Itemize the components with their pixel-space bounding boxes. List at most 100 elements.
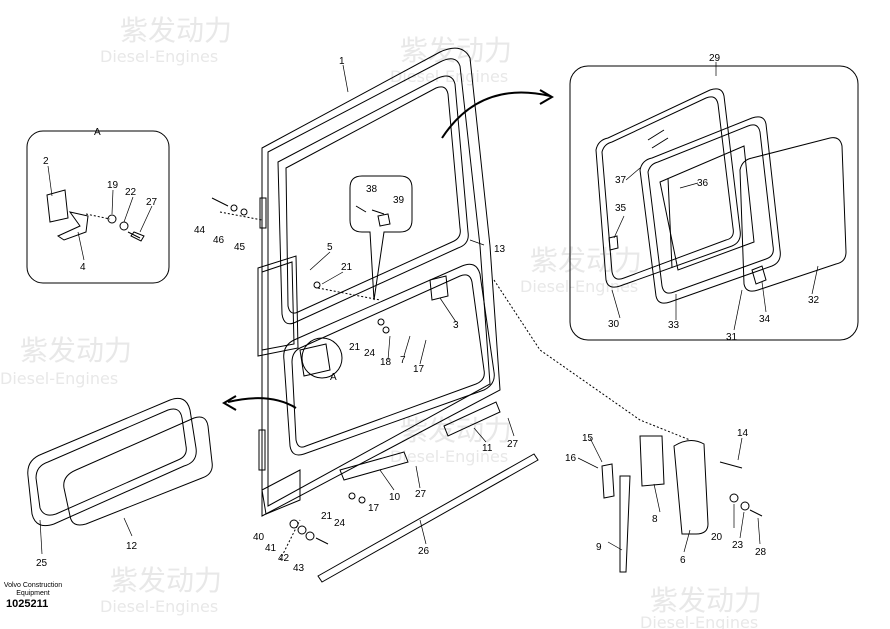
watermark-cn: 紫发动力: [650, 584, 762, 617]
callout-7: 7: [400, 355, 406, 366]
callout-37: 37: [615, 175, 627, 186]
cover-6: [673, 440, 709, 535]
interior-handle: [429, 275, 449, 301]
bolt: [127, 231, 145, 242]
callout-42: 42: [278, 553, 290, 564]
washer-20: [729, 493, 739, 503]
washer: [119, 221, 129, 231]
hinge-lower: [258, 429, 266, 471]
nut-40: [289, 519, 299, 529]
callout-1: 1: [339, 56, 345, 67]
callout-33: 33: [668, 320, 680, 331]
detail-a-marker: A: [330, 372, 337, 383]
watermark-cn: 紫发动力: [120, 14, 232, 47]
washer-21c: [348, 492, 356, 500]
door-lower-glass-frame: [283, 263, 495, 456]
watermark-en: Diesel-Engines: [520, 277, 638, 296]
window-glass-panel: [739, 137, 847, 292]
callout-45: 45: [234, 242, 246, 253]
window-rail: [667, 177, 673, 269]
callout-3: 3: [453, 320, 459, 331]
detail-a-title: A: [94, 127, 101, 138]
callout-32: 32: [808, 295, 820, 306]
callout-10: 10: [389, 492, 401, 503]
watermark-cn: 紫发动力: [110, 564, 222, 597]
bolt-38: [355, 205, 385, 215]
callout-46: 46: [213, 235, 225, 246]
callout-21a: 21: [341, 262, 353, 273]
callout-23: 23: [732, 540, 744, 551]
footer-part-number: 1025211: [6, 598, 49, 610]
callout-30: 30: [608, 319, 620, 330]
seal-strip-26: [317, 453, 539, 583]
washer: [107, 214, 117, 224]
callout-27c: 27: [415, 489, 427, 500]
seal-strip: [647, 129, 669, 149]
bolt-44: [211, 197, 229, 207]
callout-13: 13: [494, 244, 506, 255]
washer-23: [740, 501, 750, 511]
watermark-en: Diesel-Engines: [100, 47, 218, 66]
watermark-cn: 紫发动力: [530, 244, 642, 277]
outer-window-frame: [595, 88, 741, 288]
callout-35: 35: [615, 203, 627, 214]
callout-15: 15: [582, 433, 594, 444]
door-handle-bar-inner: [261, 261, 295, 351]
door-frame-inner-edge: [267, 58, 491, 507]
callout-40: 40: [253, 532, 265, 543]
callout-27b: 27: [507, 439, 519, 450]
striker-15: [601, 463, 615, 499]
door-upper-glass-inner: [285, 86, 461, 314]
leader-lines: [39, 62, 819, 555]
callout-34: 34: [759, 314, 771, 325]
callout-44: 44: [194, 225, 206, 236]
arrow-head: [222, 395, 237, 411]
lower-window-frame-inner: [35, 408, 187, 516]
door-handle-small: [56, 211, 89, 241]
window-assembly-box: [569, 65, 859, 341]
watermark-en: Diesel-Engines: [390, 447, 508, 466]
watermark-en: Diesel-Engines: [0, 369, 118, 388]
callout-18: 18: [380, 357, 392, 368]
callout-21b: 21: [349, 342, 361, 353]
dashed-leader: [219, 211, 263, 221]
callout-17b: 17: [368, 503, 380, 514]
watermark-en: Diesel-Engines: [640, 613, 758, 629]
lower-window-glass: [63, 416, 213, 526]
washer-21b: [377, 318, 385, 326]
outer-window-frame-inner: [601, 96, 734, 280]
watermark-en: Diesel-Engines: [100, 597, 218, 616]
callout-28: 28: [755, 547, 767, 558]
watermark: 紫发动力 Diesel-Engines 紫发动力 Diesel-Engines …: [0, 14, 762, 629]
callout-labels: 1 2 3 4 5 6 7 8 9 10 11 12 13 14 15 16 1…: [36, 53, 820, 574]
washer-21: [313, 281, 321, 289]
rail-11: [443, 401, 501, 437]
callout-25: 25: [36, 558, 48, 569]
callout-9: 9: [596, 542, 602, 553]
callout-5: 5: [327, 242, 333, 253]
callout-19: 19: [107, 180, 119, 191]
door-lower-glass-inner: [291, 274, 485, 448]
washer-42: [305, 531, 315, 541]
callout-24a: 24: [364, 348, 376, 359]
washer-24b: [358, 496, 366, 504]
callout-24b: 24: [334, 518, 346, 529]
callout-14: 14: [737, 428, 749, 439]
dashed-leader: [317, 287, 381, 301]
dashed-leader: [493, 279, 691, 441]
washer-46: [230, 204, 238, 212]
washer-41: [297, 525, 307, 535]
callout-41: 41: [265, 543, 277, 554]
hinge-bracket: [46, 189, 69, 223]
lower-window-frame: [27, 397, 197, 527]
callout-31: 31: [726, 332, 738, 343]
callout-11: 11: [482, 443, 493, 454]
window-glass-frame: [639, 116, 781, 304]
door-upper-glass-frame: [277, 75, 469, 325]
detail-a-box: [26, 130, 170, 284]
detail-a-circle: [301, 337, 343, 379]
callout-17a: 17: [413, 364, 425, 375]
footer-company: Volvo Construction Equipment: [3, 582, 63, 597]
callout-4: 4: [80, 262, 86, 273]
